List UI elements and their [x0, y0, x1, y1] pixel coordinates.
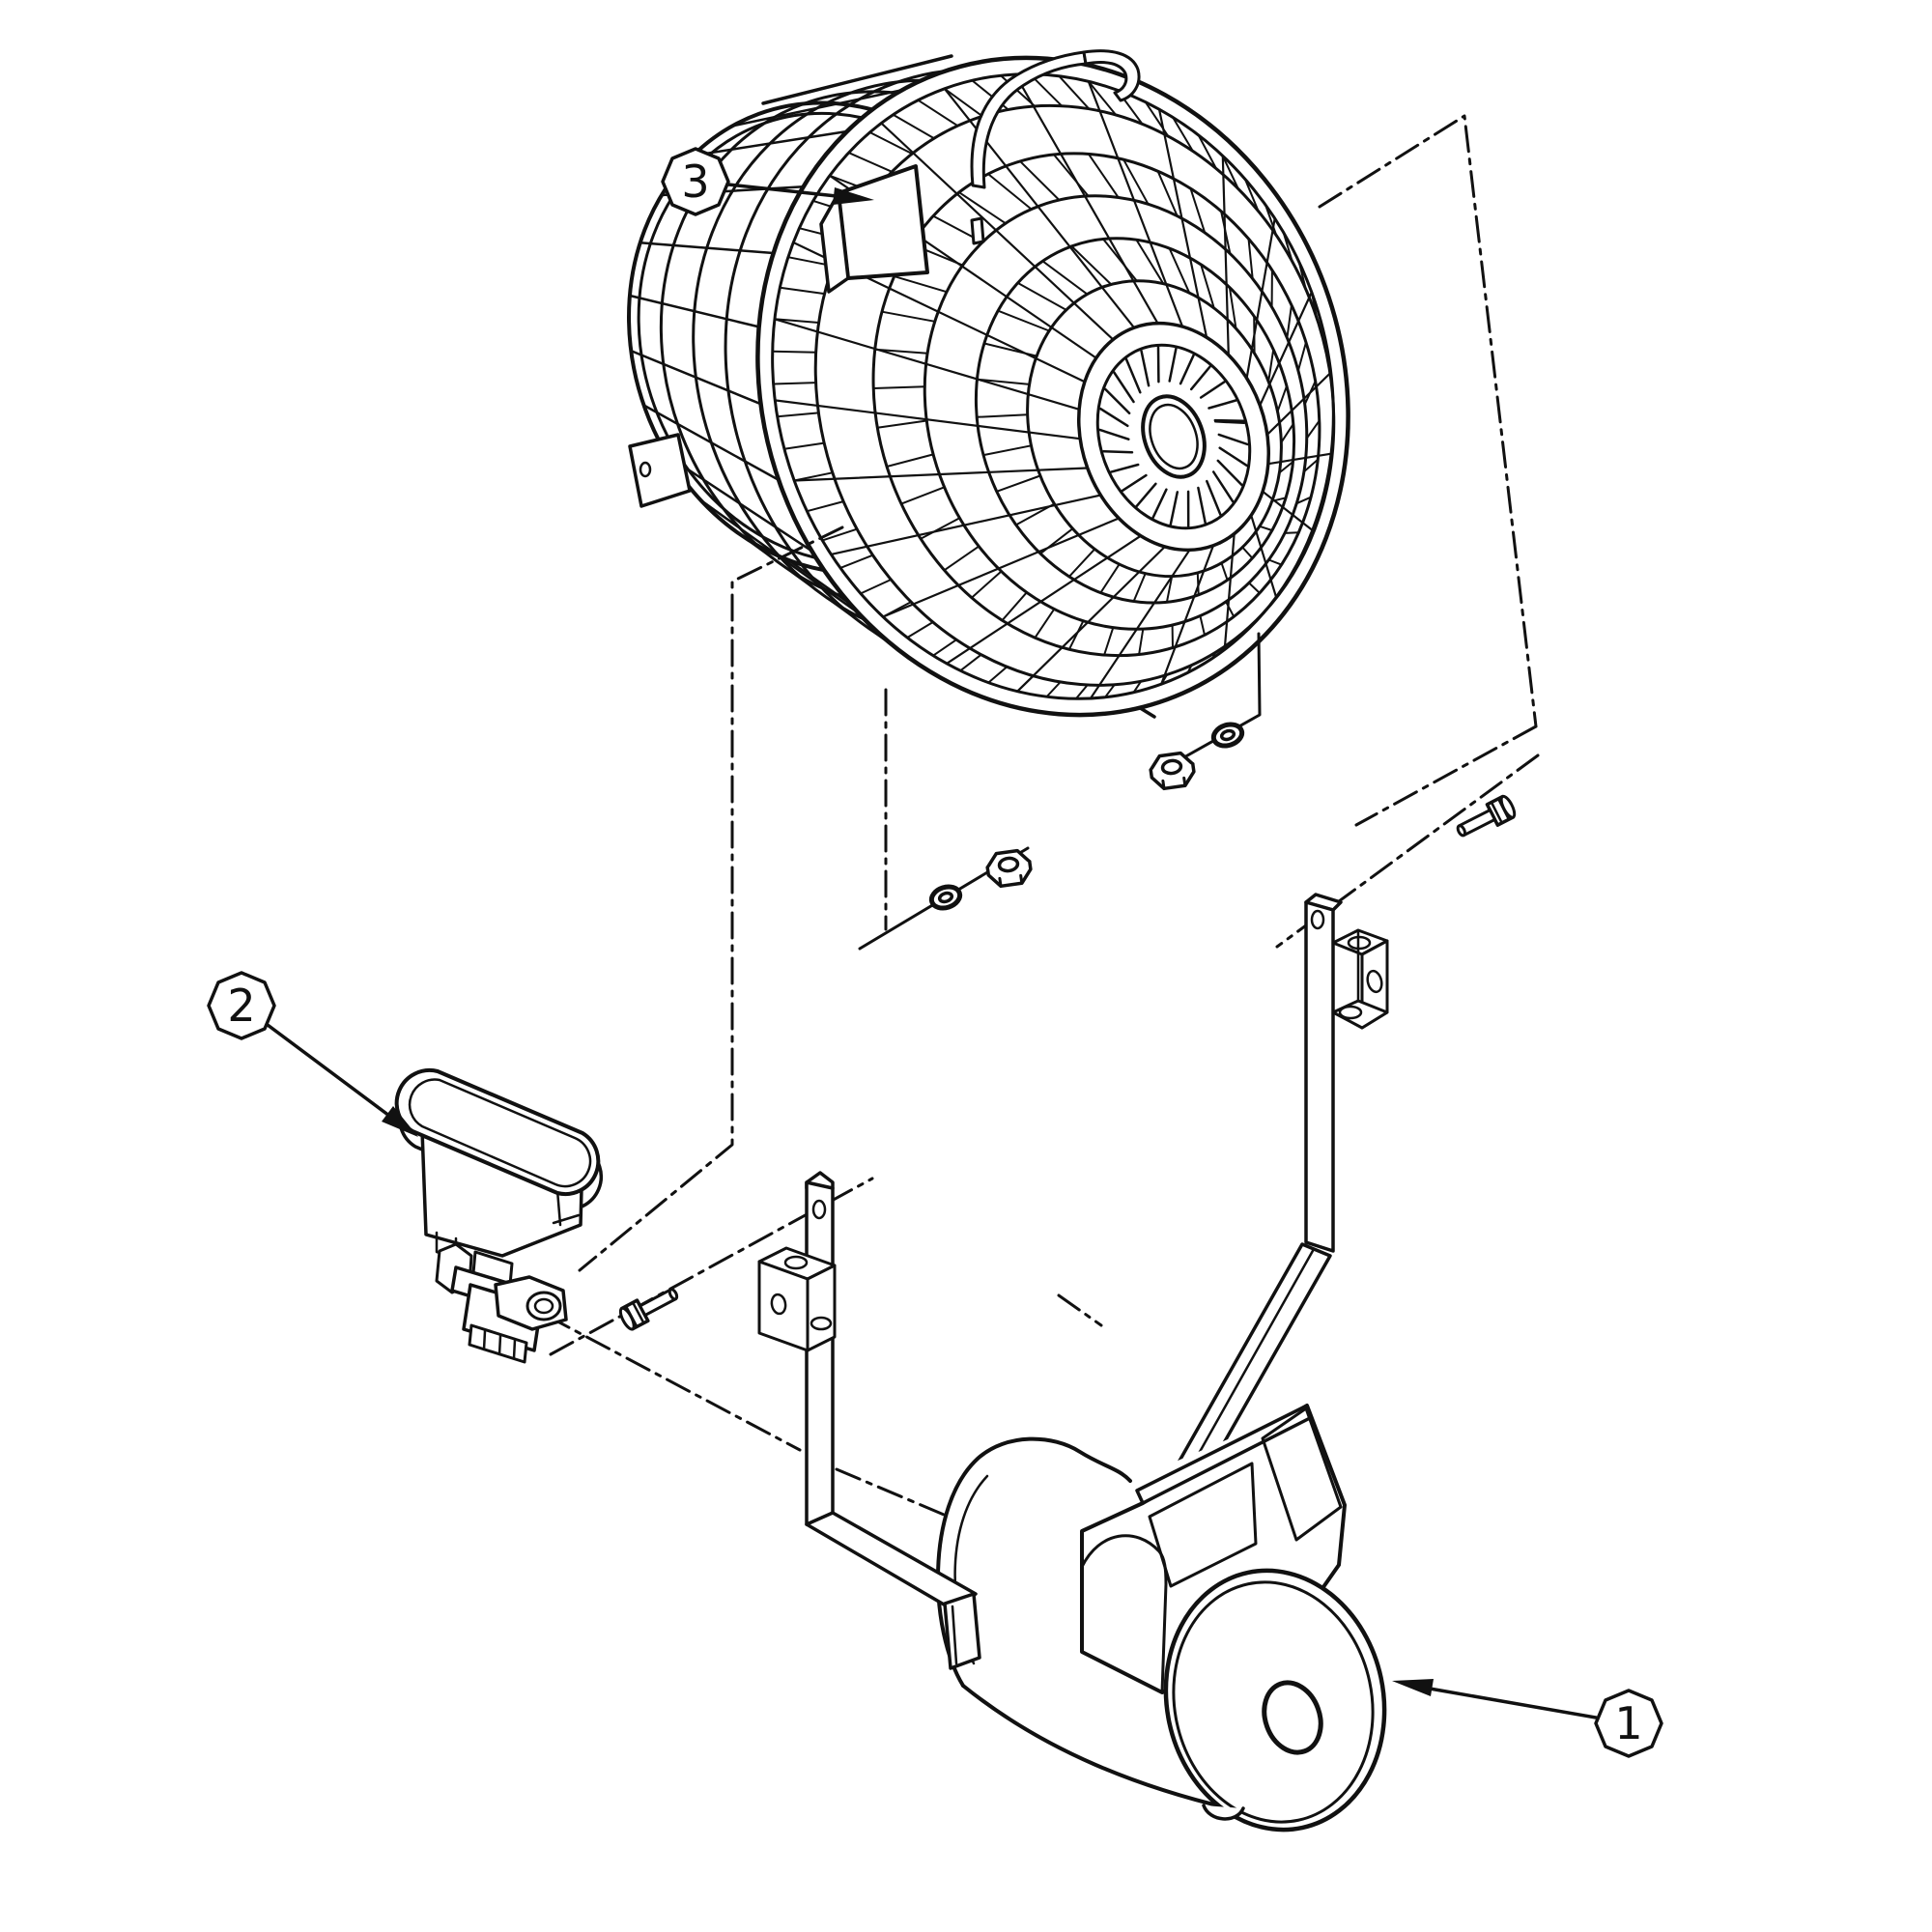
fan-handle-hook — [1082, 49, 1141, 102]
callouts: 3 2 1 — [207, 147, 1663, 1758]
fasteners — [615, 721, 1520, 1333]
lock-washer — [928, 883, 962, 911]
pump-shaft-hole — [1262, 1680, 1323, 1755]
callout-2-octagon — [207, 971, 276, 1040]
valve-bottom-hex-facets — [482, 1329, 517, 1360]
strap-bend — [1304, 1240, 1335, 1253]
lock-washer — [1210, 721, 1244, 749]
fan-guard-clip — [970, 216, 985, 245]
fan-drum-top-edge — [761, 54, 953, 105]
pump-dome-outline — [935, 1436, 1132, 1688]
fan-hub-fins — [1098, 346, 1249, 527]
valve-to-pump-axis — [545, 1314, 964, 1524]
valve-cap-inner — [408, 1078, 592, 1188]
fan-hub-ring — [1095, 343, 1252, 530]
bracket-arm — [805, 1511, 978, 1610]
valve-union-bore — [533, 1297, 554, 1315]
fan-mount-plate-side — [819, 191, 850, 294]
right-mount-plane-edge — [1354, 724, 1538, 827]
pump-foot-nub — [1202, 1804, 1245, 1821]
valve-cap — [394, 1067, 601, 1197]
callout-3: 3 — [661, 147, 874, 216]
left-block-bottom-hole — [810, 1316, 833, 1331]
callout-2-arrowhead — [382, 1106, 418, 1137]
pump-motor-assembly — [935, 1404, 1387, 1833]
pump-shroud-right-window — [1261, 1406, 1343, 1542]
callout-3-leader — [726, 183, 838, 198]
left-mounting-bracket — [757, 1171, 981, 1670]
callout-3-octagon — [661, 147, 730, 216]
strap-diagonal-inner — [1177, 1247, 1316, 1492]
left-block-face-hole — [770, 1293, 787, 1316]
right-block-face-hole — [1366, 969, 1383, 994]
callout-1-octagon — [1594, 1689, 1663, 1758]
callout-1-leader — [1428, 1687, 1598, 1719]
callout-3-label: 3 — [681, 156, 709, 208]
pump-pulley-rim-inner — [1172, 1580, 1375, 1824]
left-block-face — [757, 1260, 810, 1352]
fan-head-assembly — [627, 49, 1350, 719]
strap-hole — [1310, 909, 1325, 930]
pump-shroud-arch — [1080, 1534, 1168, 1694]
callout-1: 1 — [1392, 1679, 1663, 1758]
callout-2: 2 — [207, 971, 418, 1137]
hex-nut — [1147, 750, 1198, 792]
pump-barrel-bottom — [961, 1684, 1248, 1814]
bracket-foot — [943, 1592, 981, 1670]
left-block-side — [806, 1264, 837, 1352]
solenoid-valve — [394, 1067, 604, 1364]
fan-hub-hole-inner — [1149, 403, 1199, 470]
fastener-leader-right — [1150, 632, 1262, 778]
hex-bolt — [1451, 792, 1520, 844]
fan-cage-tab — [628, 433, 692, 508]
fan-cage-tab-hole — [639, 461, 652, 478]
valve-union-boss — [526, 1291, 562, 1321]
bracket-hole — [811, 1199, 827, 1220]
callout-3-arrowhead — [833, 187, 874, 205]
bolt-axis-right — [1275, 753, 1540, 949]
fan-guard-grille — [771, 72, 1336, 700]
hex-bolt — [615, 1281, 683, 1333]
left-block-top-hole — [783, 1255, 809, 1270]
callout-1-label: 1 — [1614, 1697, 1642, 1749]
callout-1-arrowhead — [1392, 1679, 1434, 1696]
axis-fragment — [1057, 1293, 1103, 1327]
bracket-foot-inner — [951, 1605, 958, 1665]
hex-nut — [983, 847, 1035, 890]
right-mount-plane — [1318, 114, 1538, 728]
bracket-vertical — [805, 1180, 835, 1526]
right-block-inner-edges — [1331, 928, 1360, 1014]
callout-2-label: 2 — [227, 980, 255, 1032]
right-block-bottom-hole — [1338, 1005, 1363, 1020]
left-mount-plane — [578, 526, 844, 1272]
right-mounting-strap — [1164, 893, 1389, 1499]
strap-vertical — [1304, 900, 1335, 1253]
callout-2-leader — [266, 1023, 391, 1118]
